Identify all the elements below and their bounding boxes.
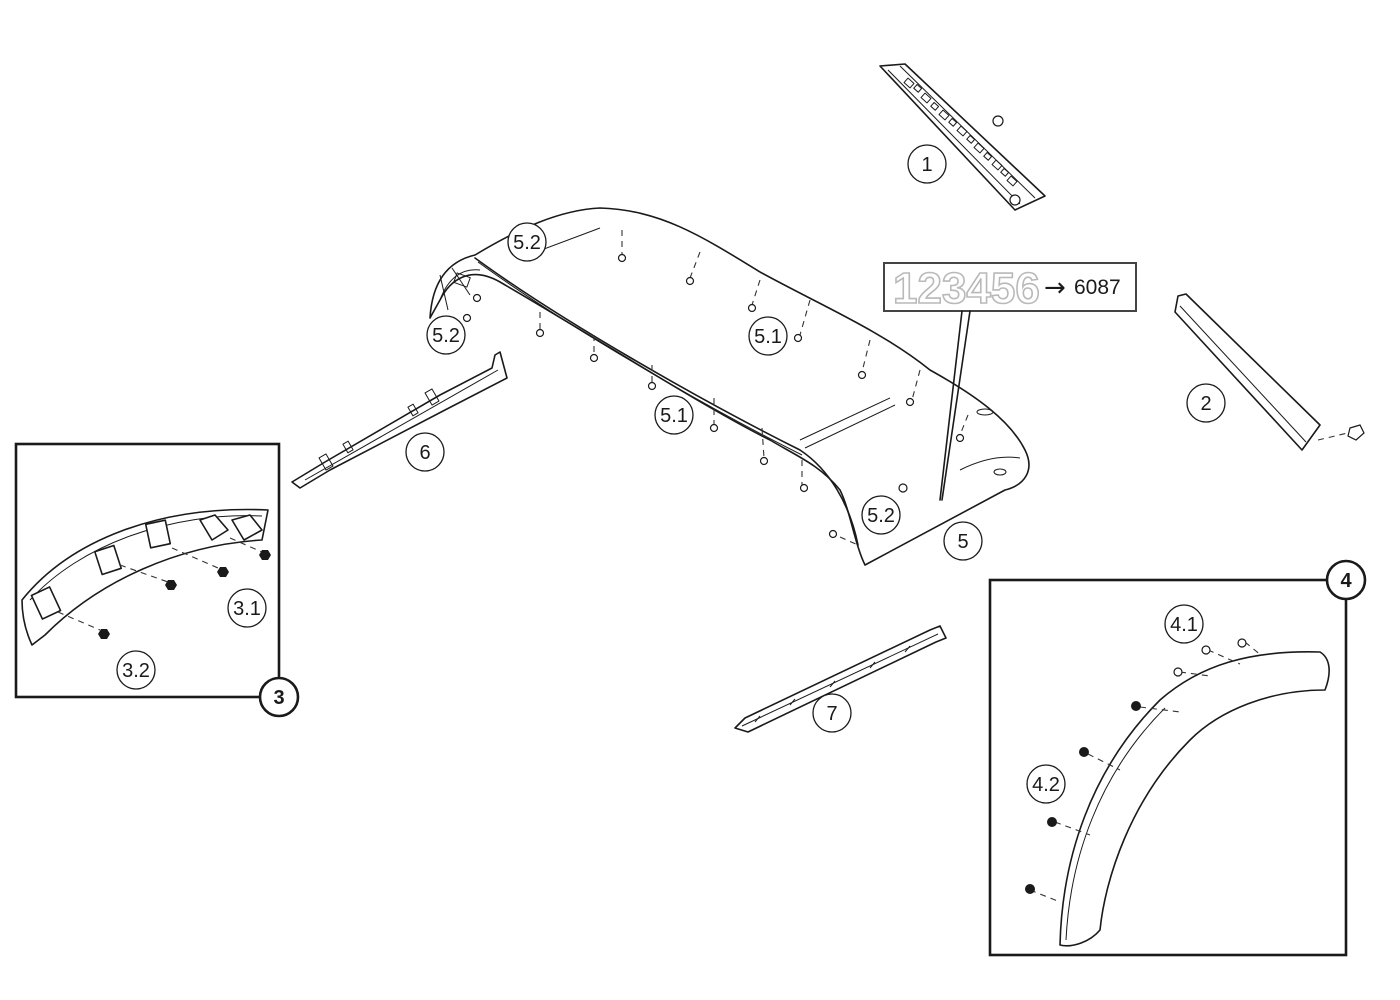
callout-1: 1 (907, 144, 947, 184)
part-code-arrow: → (1044, 273, 1066, 303)
inset-frame-4 (988, 578, 1348, 957)
svg-text:7: 7 (826, 703, 837, 725)
callout-4: 4 (1325, 559, 1367, 601)
svg-text:5.2: 5.2 (513, 232, 541, 254)
part-7-lower-strip (734, 625, 947, 733)
svg-text:3: 3 (273, 687, 284, 709)
callout-7: 7 (812, 693, 852, 733)
svg-text:3.1: 3.1 (233, 598, 261, 620)
callout-6: 6 (405, 432, 445, 472)
callout-5: 5 (943, 521, 983, 561)
callout-5-1-right: 5.1 (748, 316, 788, 356)
svg-text:5: 5 (957, 531, 968, 553)
part-code-number: 123456 (893, 264, 1040, 313)
svg-text:1: 1 (921, 154, 932, 176)
callout-5-2-top: 5.2 (507, 222, 547, 262)
part-code-label: 123456 → 6087 (883, 262, 1137, 501)
callout-3: 3 (258, 676, 300, 718)
svg-text:3.2: 3.2 (122, 660, 150, 682)
part-2-pillar-trim (1174, 293, 1365, 451)
callout-4-1: 4.1 (1164, 604, 1204, 644)
svg-text:2: 2 (1200, 393, 1211, 415)
svg-text:5.1: 5.1 (754, 326, 782, 348)
part-code-reference: 6087 (1074, 276, 1121, 299)
svg-text:4.1: 4.1 (1170, 614, 1198, 636)
roof-clips (462, 230, 969, 546)
callout-5-2-bottom: 5.2 (861, 495, 901, 535)
svg-text:4: 4 (1340, 570, 1352, 592)
svg-text:5.2: 5.2 (432, 325, 460, 347)
part-1-bracket (879, 63, 1046, 211)
callout-5-1-left: 5.1 (654, 395, 694, 435)
inset-frame-3 (14, 442, 281, 699)
svg-text:4.2: 4.2 (1032, 774, 1060, 796)
svg-text:5.1: 5.1 (660, 405, 688, 427)
part-6-side-rail (291, 351, 508, 489)
callout-3-1: 3.1 (227, 588, 267, 628)
callout-4-2: 4.2 (1026, 764, 1066, 804)
callout-5-2-left: 5.2 (426, 315, 466, 355)
callout-2: 2 (1186, 383, 1226, 423)
part-5-roof-panel (429, 207, 1030, 566)
callout-3-2: 3.2 (116, 650, 156, 690)
svg-text:5.2: 5.2 (867, 505, 895, 527)
svg-text:6: 6 (419, 442, 430, 464)
